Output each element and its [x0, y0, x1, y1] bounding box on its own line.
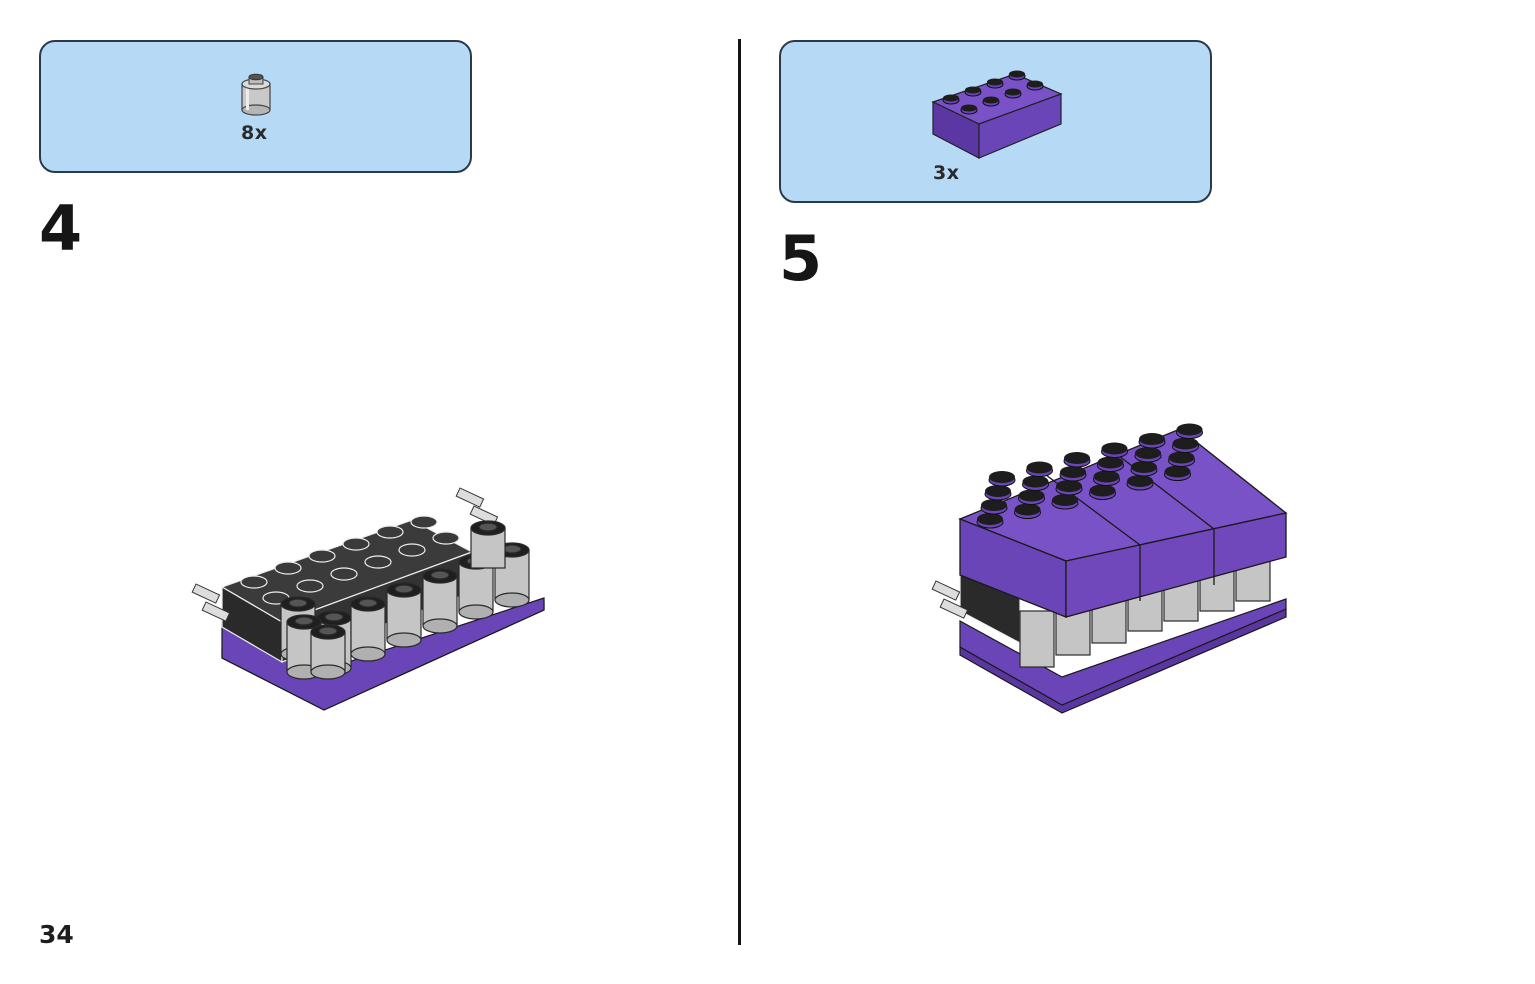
step-number: 5 — [779, 222, 823, 295]
stud-top — [977, 513, 1003, 525]
page-number: 34 — [39, 920, 74, 949]
stud-top — [1056, 480, 1082, 492]
step-5-assembly-illustration — [931, 423, 1288, 714]
stud-top — [1172, 437, 1199, 450]
stud-top — [1101, 442, 1128, 455]
stud-top — [1060, 466, 1086, 478]
stud-top — [989, 471, 1015, 483]
round-brick-1x1-light-gray-icon — [241, 73, 271, 116]
stud-top — [981, 499, 1007, 511]
parts-callout-step-5: 3x — [779, 40, 1212, 203]
step-4-assembly-illustration — [191, 487, 545, 711]
parts-callout-step-4: 8x — [39, 40, 472, 173]
stud-top — [1139, 433, 1165, 445]
stud-top — [1052, 494, 1078, 506]
stud-top — [1014, 503, 1041, 516]
stud-top — [1064, 452, 1090, 464]
stud-top — [1093, 470, 1120, 483]
stud-top — [1022, 475, 1049, 488]
stud-top — [1168, 451, 1195, 464]
stud-top — [1127, 475, 1153, 487]
brick-2x4-purple-icon — [931, 70, 1063, 159]
stud-top — [1018, 489, 1045, 502]
stud-top — [1176, 423, 1203, 436]
page-divider — [738, 39, 741, 945]
step-5-studs — [976, 423, 1203, 529]
step-number: 4 — [39, 192, 83, 265]
stud-top — [1026, 461, 1053, 474]
stud-top — [1135, 447, 1161, 459]
part-quantity: 8x — [241, 122, 268, 144]
stud-top — [1089, 484, 1116, 497]
part-quantity: 3x — [933, 162, 960, 184]
stud-top — [1164, 465, 1191, 478]
stud-top — [1097, 456, 1124, 469]
stud-top — [1131, 461, 1157, 473]
stud-top — [985, 485, 1011, 497]
